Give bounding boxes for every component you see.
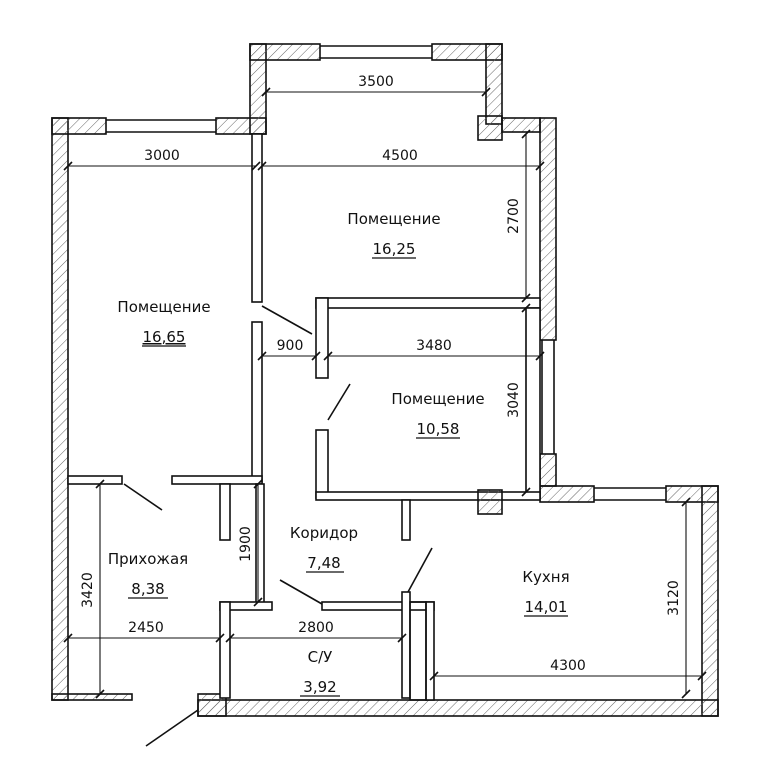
room-name-corridor: Коридор: [290, 524, 358, 542]
dimension-ticks: [63, 87, 707, 699]
wall-kitchen-top-a: [539, 485, 595, 503]
dim-door-gap: 900: [277, 338, 304, 354]
dim-hall-depth: 3420: [80, 572, 96, 608]
dimension-labels: 3500 3000 4500 2700 900 3480 3040 1900 3…: [80, 74, 682, 674]
dim-room2-width: 4500: [382, 148, 418, 164]
wall-bay-top-a: [249, 43, 321, 61]
dimension-lines: [68, 91, 702, 694]
wall-left: [51, 117, 69, 701]
wall-bottom-main: [197, 699, 719, 717]
dim-room2-depth: 2700: [506, 198, 522, 234]
walls: [51, 43, 719, 717]
room-area-kitchen: 14,01: [525, 598, 568, 616]
dim-room3-width: 3480: [416, 338, 452, 354]
room-name-3: Помещение: [391, 390, 484, 408]
wall-bay-right: [485, 43, 503, 125]
wall-bottom-step: [197, 693, 227, 717]
dim-balcony-width: 3500: [358, 74, 394, 90]
room-area-1: 16,65: [143, 328, 186, 346]
dim-bath-width: 2800: [298, 620, 334, 636]
wall-right-lower: [539, 453, 557, 487]
room-area-hall: 8,38: [131, 580, 164, 598]
wall-kitchen-right: [701, 485, 719, 717]
room-name-kitchen: Кухня: [522, 568, 569, 586]
wall-top-right: [501, 117, 541, 133]
room-name-bath: С/У: [308, 648, 333, 666]
dim-corridor-depth: 1900: [238, 526, 254, 562]
wall-top-left-a: [51, 117, 107, 135]
dim-room3-depth: 3040: [506, 382, 522, 418]
dim-hall-width: 2450: [128, 620, 164, 636]
room-area-bath: 3,92: [303, 678, 336, 696]
room-area-corridor: 7,48: [307, 554, 340, 572]
room-area-2: 16,25: [373, 240, 416, 258]
room-name-2: Помещение: [347, 210, 440, 228]
dim-room1-width: 3000: [144, 148, 180, 164]
wall-bottom-left: [51, 693, 133, 701]
dim-kitchen-width: 4300: [550, 658, 586, 674]
room-name-hall: Прихожая: [108, 550, 188, 568]
dim-kitchen-depth: 3120: [666, 580, 682, 616]
room-name-1: Помещение: [117, 298, 210, 316]
room-labels: Помещение 16,65 Помещение 16,25 Помещени…: [108, 210, 570, 697]
column-bay: [477, 115, 503, 141]
wall-right-upper: [539, 117, 557, 341]
room-area-3: 10,58: [417, 420, 460, 438]
